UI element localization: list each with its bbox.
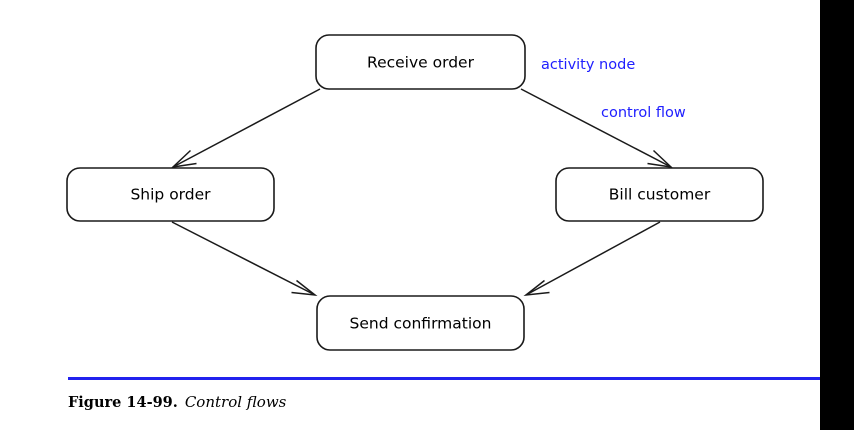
activity-node-shape xyxy=(316,295,525,351)
figure-number: Figure 14-99. xyxy=(68,394,178,411)
activity-node-ship-order[interactable]: Ship order xyxy=(66,167,275,222)
activity-node-shape xyxy=(555,167,764,222)
arrowhead-open-v xyxy=(647,149,674,169)
activity-node-label: Bill customer xyxy=(609,186,711,204)
caption-divider-rule xyxy=(68,377,827,380)
annotation-activity-node: activity node xyxy=(541,57,635,73)
annotation-control-flow: control flow xyxy=(601,105,686,121)
activity-node-label: Receive order xyxy=(367,54,475,72)
flow-line xyxy=(525,221,661,296)
flow-line xyxy=(520,88,672,168)
arrowhead-open-v xyxy=(170,149,197,169)
activity-nodes: Receive order Ship order Bill customer S… xyxy=(66,34,764,351)
control-flow-ship-to-send xyxy=(171,221,318,297)
flow-line xyxy=(171,221,316,296)
arrowhead-open-v xyxy=(523,279,550,297)
activity-node-label: Ship order xyxy=(130,186,211,204)
activity-node-shape xyxy=(66,167,275,222)
arrowhead-open-v xyxy=(291,279,318,297)
activity-node-send-confirmation[interactable]: Send confirmation xyxy=(316,295,525,351)
activity-node-shape xyxy=(315,34,526,90)
control-flow-bill-to-send xyxy=(523,221,661,297)
control-flow-edges xyxy=(170,88,674,297)
control-flow-receive-to-bill xyxy=(520,88,674,169)
control-flow-receive-to-ship xyxy=(170,88,321,169)
activity-node-bill-customer[interactable]: Bill customer xyxy=(555,167,764,222)
activity-node-label: Send confirmation xyxy=(350,315,492,333)
activity-node-receive-order[interactable]: Receive order xyxy=(315,34,526,90)
flow-line xyxy=(172,88,321,168)
page-edge-band xyxy=(820,0,854,430)
diagram-annotations: activity node control flow xyxy=(541,57,686,121)
figure-title: Control flows xyxy=(184,393,287,411)
figure-caption: Figure 14-99. Control flows xyxy=(68,392,286,413)
